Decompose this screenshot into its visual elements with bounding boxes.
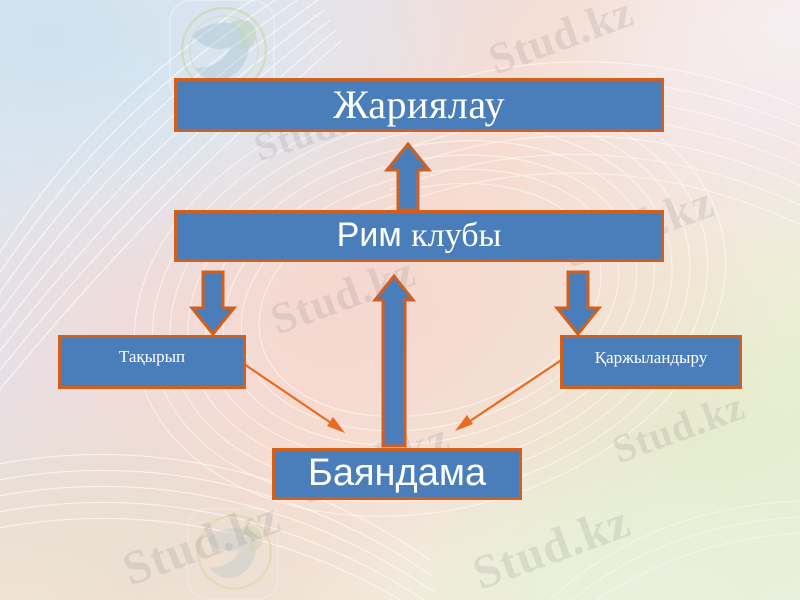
watermark-text: Stud.kz — [115, 490, 288, 597]
process-node-report[interactable]: Баяндама — [272, 448, 522, 500]
arrow-topic-to-report — [240, 361, 345, 433]
process-node-publish[interactable]: Жариялау — [174, 78, 664, 132]
watermark-text: Stud.kz — [606, 382, 751, 473]
arrow-report-to-club — [371, 273, 417, 448]
process-node-club-label-part-1: Рим — [336, 216, 412, 255]
process-node-report-label: Баяндама — [307, 452, 487, 495]
process-node-club[interactable]: Рим клубы — [174, 210, 664, 262]
arrow-club-to-funding — [553, 270, 603, 337]
process-node-funding-label: Қаржыландыру — [594, 348, 708, 368]
arrow-club-to-topic — [188, 270, 238, 337]
process-node-club-label-part-2: клубы — [411, 217, 502, 255]
brand-logo-watermark-bottom — [172, 500, 302, 600]
process-node-funding[interactable]: Қаржыландыру — [560, 335, 742, 389]
watermark-text: Stud.kz — [465, 494, 638, 600]
process-node-topic[interactable]: Тақырып — [58, 335, 246, 389]
process-node-club-label: Рим клубы — [336, 216, 502, 255]
process-node-publish-label: Жариялау — [332, 82, 506, 127]
watermark-text: Stud.kz — [482, 0, 640, 85]
process-node-topic-label: Тақырып — [118, 347, 186, 367]
arrow-funding-to-report — [455, 356, 567, 431]
arrow-club-to-publish — [383, 141, 433, 212]
